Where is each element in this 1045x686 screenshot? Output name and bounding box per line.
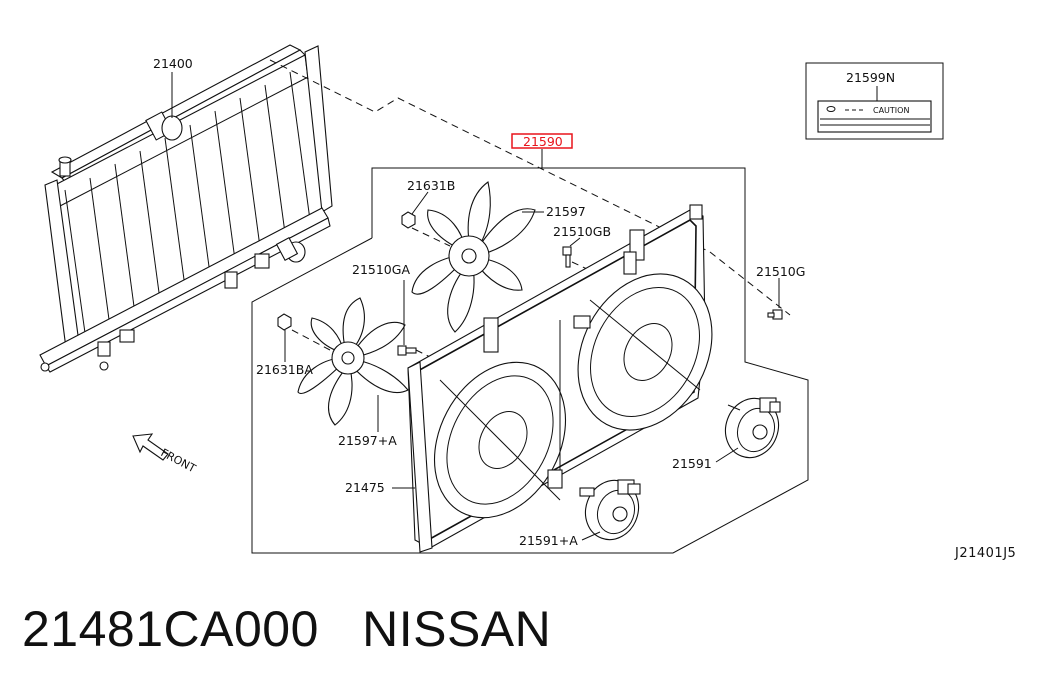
assembly-outline bbox=[251, 167, 809, 554]
brand-name: NISSAN bbox=[362, 601, 552, 657]
projection-line-radiator bbox=[269, 59, 711, 253]
leader-21631B bbox=[411, 191, 429, 215]
callout-21597: 21597 bbox=[546, 204, 586, 219]
callout-21599N: 21599N bbox=[846, 70, 895, 85]
highlight-box-21590 bbox=[511, 133, 573, 149]
fan-shroud bbox=[407, 204, 713, 553]
exploded-parts-diagram: 21400 21599N CAUTION 21590 21597 21631B bbox=[39, 44, 1016, 561]
fan-motor-right bbox=[724, 397, 781, 459]
caution-label-box: 21599N CAUTION bbox=[805, 62, 944, 140]
caution-label-text: CAUTION bbox=[873, 106, 909, 115]
front-label: FRONT bbox=[159, 446, 199, 475]
callout-21510GA: 21510GA bbox=[352, 262, 410, 277]
bolt-ga-axis bbox=[415, 349, 441, 363]
bolt-g bbox=[767, 309, 783, 320]
callout-21597A: 21597+A bbox=[338, 433, 397, 448]
front-direction-arrow: FRONT bbox=[132, 433, 199, 475]
leader-21591A bbox=[581, 531, 601, 541]
bolt-gb bbox=[562, 246, 572, 268]
callout-21510GB: 21510GB bbox=[553, 224, 611, 239]
nut-upper bbox=[401, 211, 416, 229]
callout-21475: 21475 bbox=[345, 480, 385, 495]
callout-21400: 21400 bbox=[153, 56, 193, 71]
part-number-heading: 21481CA000 NISSAN bbox=[22, 600, 551, 658]
fan-motor-left bbox=[579, 479, 641, 541]
callout-21591A: 21591+A bbox=[519, 533, 578, 548]
projection-line-bolt-g bbox=[709, 251, 791, 316]
callout-21631B: 21631B bbox=[407, 178, 455, 193]
nut-lower bbox=[277, 313, 292, 331]
bolt-ga bbox=[397, 345, 417, 356]
callout-21631BA: 21631BA bbox=[256, 362, 313, 377]
callout-21590: 21590 bbox=[523, 134, 563, 149]
fan-blade-upper bbox=[411, 181, 536, 333]
radiator bbox=[39, 44, 333, 373]
diagram-reference: J21401J5 bbox=[954, 546, 1016, 561]
leader-21510GB bbox=[569, 237, 581, 247]
leader-21591 bbox=[715, 447, 739, 463]
part-number: 21481CA000 bbox=[22, 601, 319, 657]
callout-21510G: 21510G bbox=[756, 264, 805, 279]
fan-blade-lower bbox=[297, 297, 409, 426]
callout-21591: 21591 bbox=[672, 456, 712, 471]
